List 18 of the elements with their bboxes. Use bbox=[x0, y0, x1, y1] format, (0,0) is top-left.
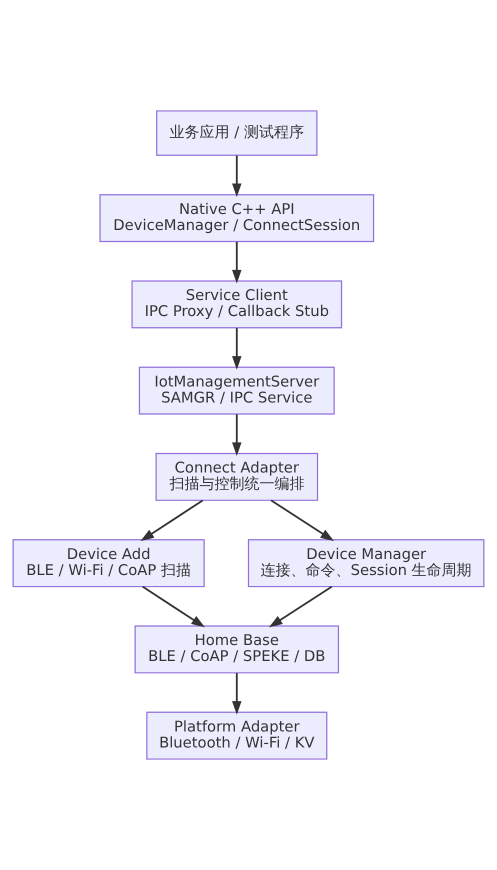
node-box: Service Client IPC Proxy / Callback Stub bbox=[131, 280, 342, 328]
arrow bbox=[142, 586, 205, 628]
node-box: IotManagementServer SAMGR / IPC Service bbox=[138, 366, 335, 415]
arrow bbox=[232, 673, 242, 715]
arrow bbox=[232, 242, 242, 284]
arrow bbox=[270, 500, 334, 542]
arrow bbox=[232, 156, 242, 198]
node-box: Connect Adapter 扫描与控制统一编排 bbox=[155, 452, 318, 501]
arrow bbox=[140, 500, 204, 542]
arrow bbox=[232, 414, 242, 456]
node-box: Home Base BLE / CoAP / SPEKE / DB bbox=[134, 625, 340, 674]
arrow bbox=[268, 586, 332, 628]
node-box: Device Add BLE / Wi-Fi / CoAP 扫描 bbox=[12, 539, 205, 588]
node-box: Native C++ API DeviceManager / ConnectSession bbox=[99, 194, 374, 242]
node-box: 业务应用 / 测试程序 bbox=[156, 110, 318, 156]
arrow bbox=[232, 328, 242, 370]
node-box: Device Manager 连接、命令、Session 生命周期 bbox=[248, 539, 484, 588]
node-box: Platform Adapter Bluetooth / Wi-Fi / KV bbox=[146, 712, 328, 760]
